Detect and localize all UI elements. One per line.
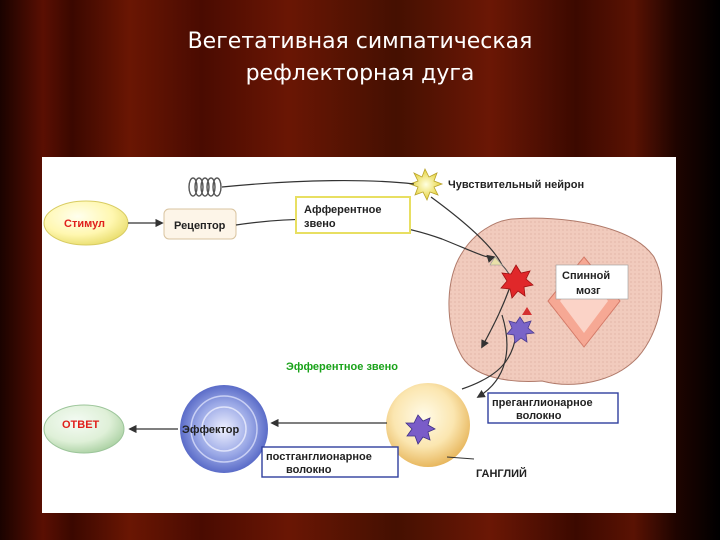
sensory-axon [430, 196, 503, 266]
afferent-link-box: Афферентное звено [295, 196, 411, 234]
spinal-cord [448, 217, 663, 385]
postganglionic-label-1: постганглионарное [266, 451, 372, 463]
interneuron-icon [506, 316, 535, 344]
ganglion-neuron-icon [405, 414, 436, 445]
receptor-node: Рецептор [163, 208, 237, 240]
synapse-marker-2 [489, 256, 503, 266]
stimulus-label: Стимул [64, 218, 105, 230]
sensory-neuron-label: Чувствительный нейрон [448, 179, 584, 191]
title-line-2: рефлекторная дуга [245, 61, 475, 86]
effector-label: Эффектор [182, 424, 240, 436]
sensory-dendrite [221, 179, 415, 188]
spinal-label-2: мозг [576, 285, 601, 297]
afferent-label-2: звено [304, 218, 336, 230]
response-label: ОТВЕТ [62, 419, 100, 431]
stimulus-node: Стимул [43, 200, 129, 246]
spinal-cord-label-box: Спинной мозг [555, 264, 629, 300]
efferent-label: Эфферентное звено [286, 361, 398, 373]
reflex-arc-diagram: Стимул Рецептор ОТВЕТ [43, 168, 663, 480]
preganglionic-label-box: преганглионарное волокно [487, 392, 619, 424]
efferent-arrow [476, 314, 508, 398]
title-line-1: Вегетативная симпатическая [187, 29, 533, 54]
postganglionic-label-box: постганглионарное волокно [261, 446, 399, 478]
sensory-neuron-icon [408, 168, 444, 201]
afferent-label-1: Афферентное [304, 204, 382, 216]
postganglionic-label-2: волокно [286, 464, 332, 476]
spinal-label-1: Спинной [562, 270, 610, 282]
preganglionic-fiber [461, 334, 517, 390]
preganglionic-label-1: преганглионарное [492, 397, 593, 409]
slide-title: Вегетативная симпатическая рефлекторная … [0, 26, 720, 90]
receptor-label: Рецептор [174, 220, 226, 232]
receptor-coil-icon [188, 177, 222, 197]
effector-body [180, 385, 268, 473]
ganglion-pointer [446, 456, 475, 460]
ganglion-label: ГАНГЛИЙ [476, 467, 527, 480]
preganglionic-label-2: волокно [516, 410, 562, 422]
sensory-neuron-soma-icon [500, 264, 534, 299]
synapse-marker-1 [522, 307, 532, 315]
response-node: ОТВЕТ [43, 404, 125, 454]
diagram-panel: Стимул Рецептор ОТВЕТ [42, 157, 676, 513]
